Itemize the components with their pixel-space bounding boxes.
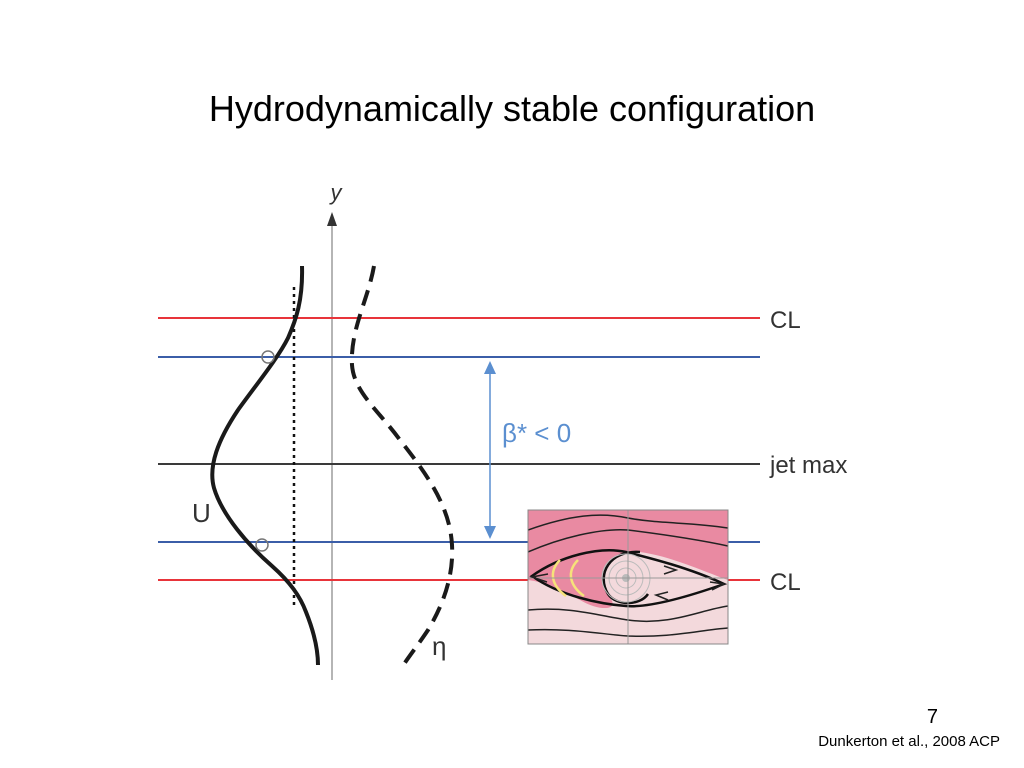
eta-label: η xyxy=(432,631,446,661)
cats-eye-inset xyxy=(528,510,728,644)
y-axis-arrowhead xyxy=(327,212,337,226)
page-number: 7 xyxy=(926,706,938,728)
inset-flow-arrow xyxy=(529,573,549,583)
jet-max-label: jet max xyxy=(769,452,847,479)
y-axis-label: y xyxy=(329,180,344,205)
inset-flow-arrow xyxy=(653,591,669,601)
inset-pink-region xyxy=(528,510,728,609)
inset-flow-arrow xyxy=(663,565,679,575)
citation: Dunkerton et al., 2008 ACP xyxy=(818,733,1000,750)
u-label: U xyxy=(192,498,211,528)
inset-border xyxy=(527,509,729,645)
inflection-point-bottom xyxy=(255,538,269,552)
beta-label: β* < 0 xyxy=(502,418,571,448)
u-profile-curve xyxy=(210,265,320,666)
inflection-point-top xyxy=(261,350,275,364)
inset-flow-arrow xyxy=(709,581,727,591)
eta-profile-curve xyxy=(349,265,455,669)
inset-yellow-arc xyxy=(569,559,585,598)
inset-yellow-arc xyxy=(551,559,567,598)
beta-arrowhead-bottom xyxy=(484,526,496,539)
cl-bottom-label: CL xyxy=(770,569,801,596)
beta-arrowhead-top xyxy=(484,361,496,374)
cl-top-label: CL xyxy=(770,307,801,334)
slide-title: Hydrodynamically stable configuration xyxy=(208,88,816,129)
